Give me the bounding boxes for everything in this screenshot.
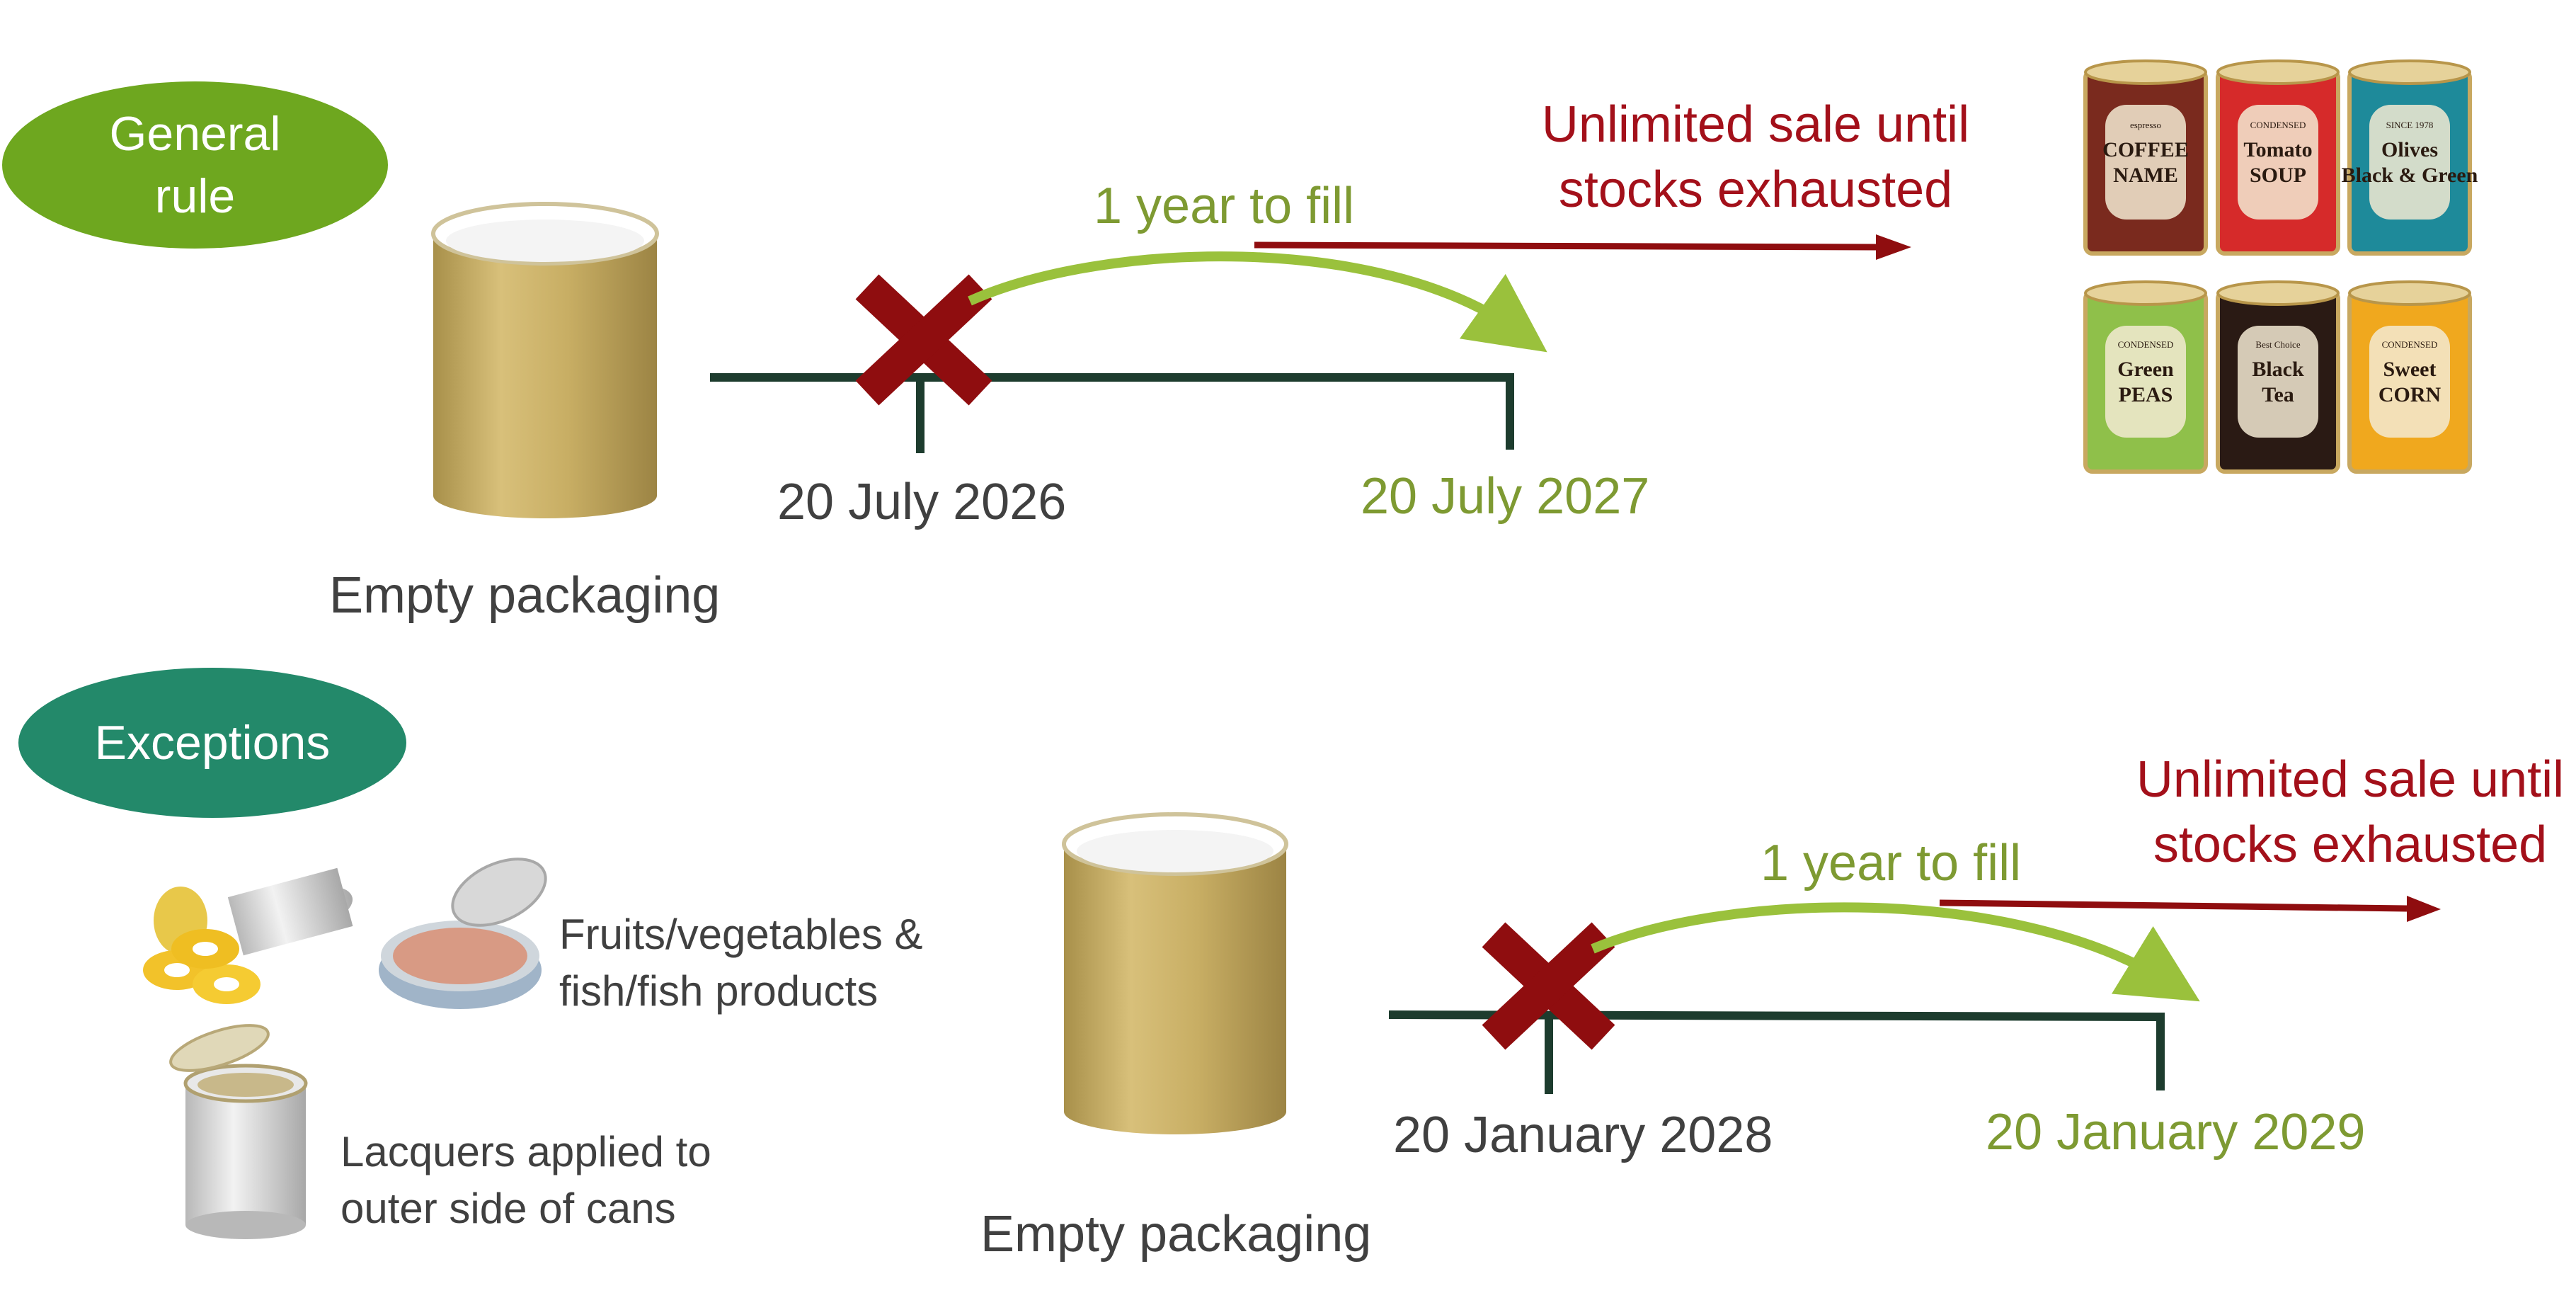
- cross-mark-exceptions: [1482, 922, 1615, 1050]
- filled-can-6-text-2: Sweet: [2383, 358, 2437, 381]
- filled-can-4-text-3: PEAS: [2119, 383, 2173, 406]
- filled-can-2-text-3: SOUP: [2250, 164, 2306, 187]
- lacquered-can-image: [169, 1024, 308, 1239]
- start-date-exceptions: 20 January 2028: [1393, 1107, 1773, 1163]
- filled-can-2-text-1: CONDENSED: [2250, 120, 2306, 130]
- general-rule-badge: General rule: [2, 81, 388, 249]
- pineapple-can-image: [143, 867, 353, 1004]
- filled-can-1-text-3: NAME: [2113, 164, 2178, 187]
- filled-can-3-text-2: Olives: [2381, 138, 2438, 161]
- filled-can-5-text-3: Tea: [2262, 383, 2294, 406]
- filled-can-6-text-3: CORN: [2378, 383, 2442, 406]
- sale-label-exceptions: Unlimited sale until stocks exhausted: [2131, 747, 2570, 877]
- sale-label-general-line1: Unlimited sale until: [1541, 96, 1970, 153]
- category-fruits-fish: Fruits/vegetables & fish/fish products: [559, 906, 923, 1020]
- filled-can-1-text-1: espresso: [2130, 120, 2161, 130]
- general-rule-badge-line1: General: [109, 107, 281, 161]
- sale-arrow-general: [1254, 234, 1911, 260]
- filled-can-3-text-1: SINCE 1978: [2386, 120, 2434, 130]
- timeline-general: [710, 373, 1514, 453]
- packaging-label-exceptions: Empty packaging: [980, 1206, 1372, 1263]
- cross-mark-general: [855, 274, 992, 406]
- start-date-general: 20 July 2026: [777, 474, 1067, 530]
- packaging-label-general: Empty packaging: [329, 567, 721, 624]
- fill-period-label-exceptions: 1 year to fill: [1761, 835, 2022, 892]
- filled-can-4-text-2: Green: [2117, 358, 2174, 381]
- sale-label-general: Unlimited sale until stocks exhausted: [1522, 92, 1989, 222]
- sale-label-exceptions-line2: stocks exhausted: [2153, 816, 2548, 873]
- general-rule-badge-line2: rule: [154, 169, 236, 223]
- sale-label-general-line2: stocks exhausted: [1558, 161, 1953, 218]
- filled-can-2-text-2: Tomato: [2243, 138, 2312, 161]
- category-lacquers: Lacquers applied to outer side of cans: [340, 1124, 711, 1237]
- fill-period-arc-general: [968, 251, 1547, 353]
- filled-can-5-text-2: Black: [2252, 358, 2304, 381]
- empty-can-exceptions: [1062, 812, 1288, 1134]
- filled-can-5-text-1: Best Choice: [2255, 339, 2300, 350]
- tuna-can-image: [379, 858, 547, 1009]
- category-fruits-fish-line2: fish/fish products: [559, 967, 878, 1015]
- end-date-exceptions: 20 January 2029: [1986, 1104, 2366, 1161]
- filled-can-4-text-1: CONDENSED: [2118, 339, 2174, 350]
- end-date-general: 20 July 2027: [1361, 468, 1650, 525]
- empty-can-general: [431, 202, 659, 518]
- filled-can-3-text-3: Black & Green: [2342, 164, 2478, 187]
- fill-period-arc-exceptions: [1591, 902, 2200, 1002]
- filled-can-1-text-2: COFFEE: [2102, 138, 2189, 161]
- category-lacquers-line1: Lacquers applied to: [340, 1128, 711, 1175]
- exceptions-badge-label: Exceptions: [94, 716, 331, 770]
- category-fruits-fish-line1: Fruits/vegetables &: [559, 911, 923, 958]
- sale-label-exceptions-line1: Unlimited sale until: [2136, 751, 2565, 808]
- exceptions-badge: Exceptions: [18, 668, 406, 818]
- category-lacquers-line2: outer side of cans: [340, 1185, 676, 1232]
- sale-arrow-exceptions: [1939, 896, 2441, 922]
- fill-period-label-general: 1 year to fill: [1094, 178, 1355, 234]
- filled-can-6-text-1: CONDENSED: [2382, 339, 2438, 350]
